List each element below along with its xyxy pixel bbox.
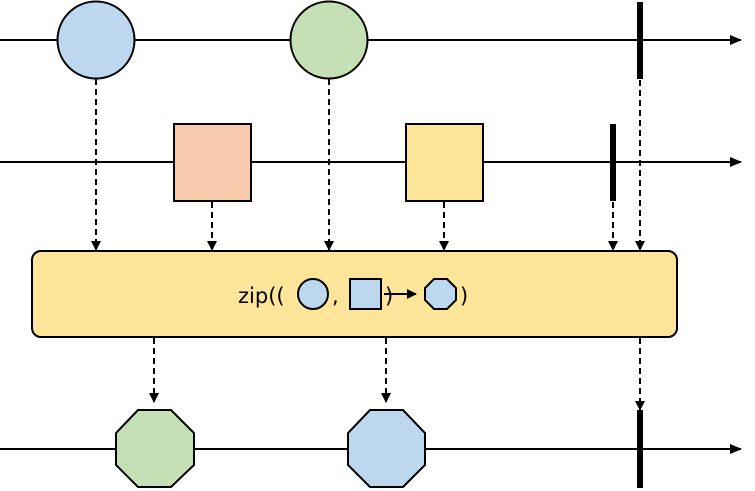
marble-circle-green xyxy=(289,0,369,80)
operator-label-prefix: zip(( xyxy=(238,284,285,308)
operator-label-close: ) xyxy=(460,284,468,308)
marble-circle-blue xyxy=(56,0,136,80)
operator-octagon-icon xyxy=(424,278,457,310)
marble-square-salmon xyxy=(173,123,252,202)
marble-octagon-blue xyxy=(347,409,426,488)
operator-circle-icon xyxy=(297,278,329,310)
marble-square-yellow xyxy=(405,123,484,202)
marble-octagon-green xyxy=(115,409,195,488)
operator-label-close-args: ) xyxy=(385,284,393,308)
operator-label-comma: , xyxy=(332,284,339,308)
operator-square-icon xyxy=(349,278,382,310)
